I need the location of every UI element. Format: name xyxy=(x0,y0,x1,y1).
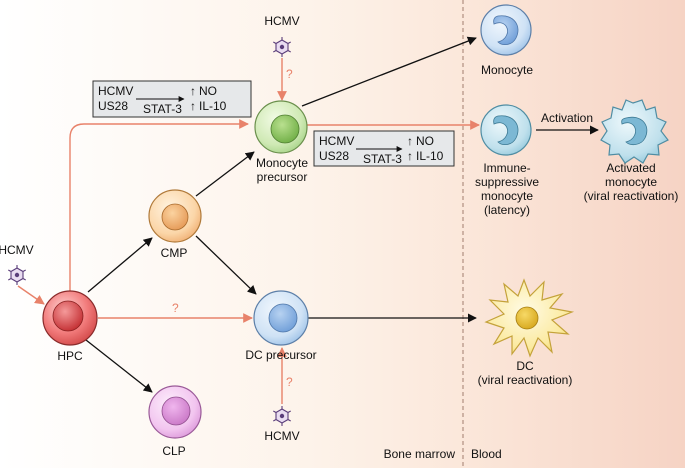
immune-suppressive-label-line2: suppressive xyxy=(475,175,539,189)
activated-monocyte-label-line2: monocyte xyxy=(605,175,657,189)
virus-label-top: HCMV xyxy=(264,14,299,28)
bone-marrow-label: Bone marrow xyxy=(384,447,456,461)
immune-suppressive-label-line1: Immune- xyxy=(483,161,530,175)
immune-suppressive-monocyte-cell xyxy=(480,104,532,156)
immune-suppressive-label-line4: (latency) xyxy=(484,203,530,217)
arrow-cmp-to-monocyte-precursor xyxy=(195,151,255,197)
dc-label-line2: (viral reactivation) xyxy=(478,373,573,387)
up-arrow-icon: ↑ xyxy=(407,134,413,148)
clp-label: CLP xyxy=(162,444,185,458)
signal-box-stat3: STAT-3 xyxy=(143,102,182,116)
up-arrow-icon: ↑ xyxy=(407,149,413,163)
signal-box-il10: IL-10 xyxy=(416,149,444,163)
arrow-hpc-to-cmp xyxy=(87,237,153,293)
activation-label: Activation xyxy=(541,111,593,125)
up-arrow-icon: ↑ xyxy=(190,84,196,98)
activated-monocyte-cell xyxy=(600,99,669,164)
signal-box-hcmv: HCMV xyxy=(98,84,133,98)
activated-monocyte-label-line3: (viral reactivation) xyxy=(584,189,679,203)
virus-icon xyxy=(273,406,291,426)
signal-box-left: HCMV US28 STAT-3 ↑ NO ↑ IL-10 xyxy=(92,80,252,118)
arrow-cmp-to-dc-precursor xyxy=(195,235,257,295)
monocyte-label: Monocyte xyxy=(481,63,533,77)
monocyte-precursor-label-line2: precursor xyxy=(257,170,308,184)
virus-icon xyxy=(8,265,26,285)
activated-monocyte-label-line1: Activated xyxy=(606,161,655,175)
question-mark-middle: ? xyxy=(172,301,179,315)
hpc-label: HPC xyxy=(57,349,83,363)
cmp-label: CMP xyxy=(161,246,188,260)
arrow-hpc-to-monocyte-precursor xyxy=(69,119,249,292)
question-mark-bottom: ? xyxy=(286,375,293,389)
signal-box-no: NO xyxy=(199,84,217,98)
monocyte-precursor-cell xyxy=(254,100,308,154)
arrow-hpc-to-clp xyxy=(85,339,153,393)
immune-suppressive-label-line3: monocyte xyxy=(481,189,533,203)
dc-precursor-label: DC precursor xyxy=(245,348,316,362)
signal-box-hcmv: HCMV xyxy=(319,134,354,148)
signal-box-right: HCMV US28 STAT-3 ↑ NO ↑ IL-10 xyxy=(313,130,455,167)
arrow-precursor-to-monocyte xyxy=(301,36,477,107)
up-arrow-icon: ↑ xyxy=(190,99,196,113)
blood-label: Blood xyxy=(471,447,502,461)
dc-label-line1: DC xyxy=(516,359,534,373)
signal-box-no: NO xyxy=(416,134,434,148)
dc-cell xyxy=(484,278,575,358)
virus-icon xyxy=(273,37,291,57)
monocyte-precursor-label-line1: Monocyte xyxy=(256,156,308,170)
virus-label-left: HCMV xyxy=(0,243,34,257)
arrow-virus-to-hpc xyxy=(17,285,45,305)
signal-box-us28: US28 xyxy=(98,99,128,113)
virus-label-bottom: HCMV xyxy=(264,429,299,443)
dc-precursor-cell xyxy=(253,290,309,346)
clp-cell xyxy=(148,385,202,439)
monocyte-cell xyxy=(480,4,532,56)
question-mark-top: ? xyxy=(286,67,293,81)
signal-box-us28: US28 xyxy=(319,149,349,163)
signal-box-il10: IL-10 xyxy=(199,99,227,113)
hpc-cell xyxy=(42,290,98,346)
signal-box-stat3: STAT-3 xyxy=(363,152,402,166)
cmp-cell xyxy=(148,189,202,243)
